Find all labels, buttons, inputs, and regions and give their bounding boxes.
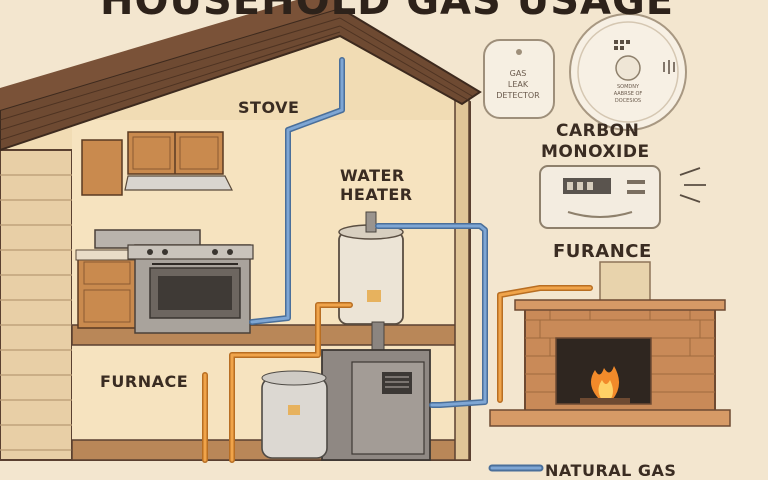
thermostat-illustration xyxy=(539,165,706,229)
co-detector-illustration xyxy=(569,13,687,131)
gas-leak-detector-illustration xyxy=(483,39,555,119)
carbon-monoxide-label-line2: MONOXIDE xyxy=(541,142,650,162)
gas-pipes xyxy=(202,57,593,463)
gas-detector-text-line1: GAS xyxy=(509,69,527,78)
fireplace-illustration xyxy=(489,261,731,427)
page-title: HOUSEHOLD GAS USAGE xyxy=(100,0,675,24)
water-heater-illustration xyxy=(338,211,404,353)
co-detector-text-line3: DOCESIOS xyxy=(614,98,642,104)
furnace-illustration xyxy=(261,349,431,461)
stove-label: STOVE xyxy=(238,98,300,117)
water-heater-label-line2: HEATER xyxy=(340,185,413,204)
co-detector-text-line1: SOMDNY xyxy=(616,84,640,90)
carbon-monoxide-label-line1: CARBON xyxy=(556,121,640,141)
water-heater-label-line1: WATER xyxy=(340,166,405,185)
co-detector-text-line2: AABRSE OF xyxy=(613,91,643,97)
gas-detector-text-line2: LEAK xyxy=(507,80,529,89)
furance-label: FURANCE xyxy=(553,241,652,262)
legend-label: NATURAL GAS xyxy=(545,461,677,480)
furnace-label: FURNACE xyxy=(100,372,189,391)
stove-illustration xyxy=(94,229,254,334)
gas-detector-text-line3: DETECTOR xyxy=(496,91,540,100)
roof xyxy=(0,0,482,152)
kitchen-cabinets xyxy=(75,131,233,329)
